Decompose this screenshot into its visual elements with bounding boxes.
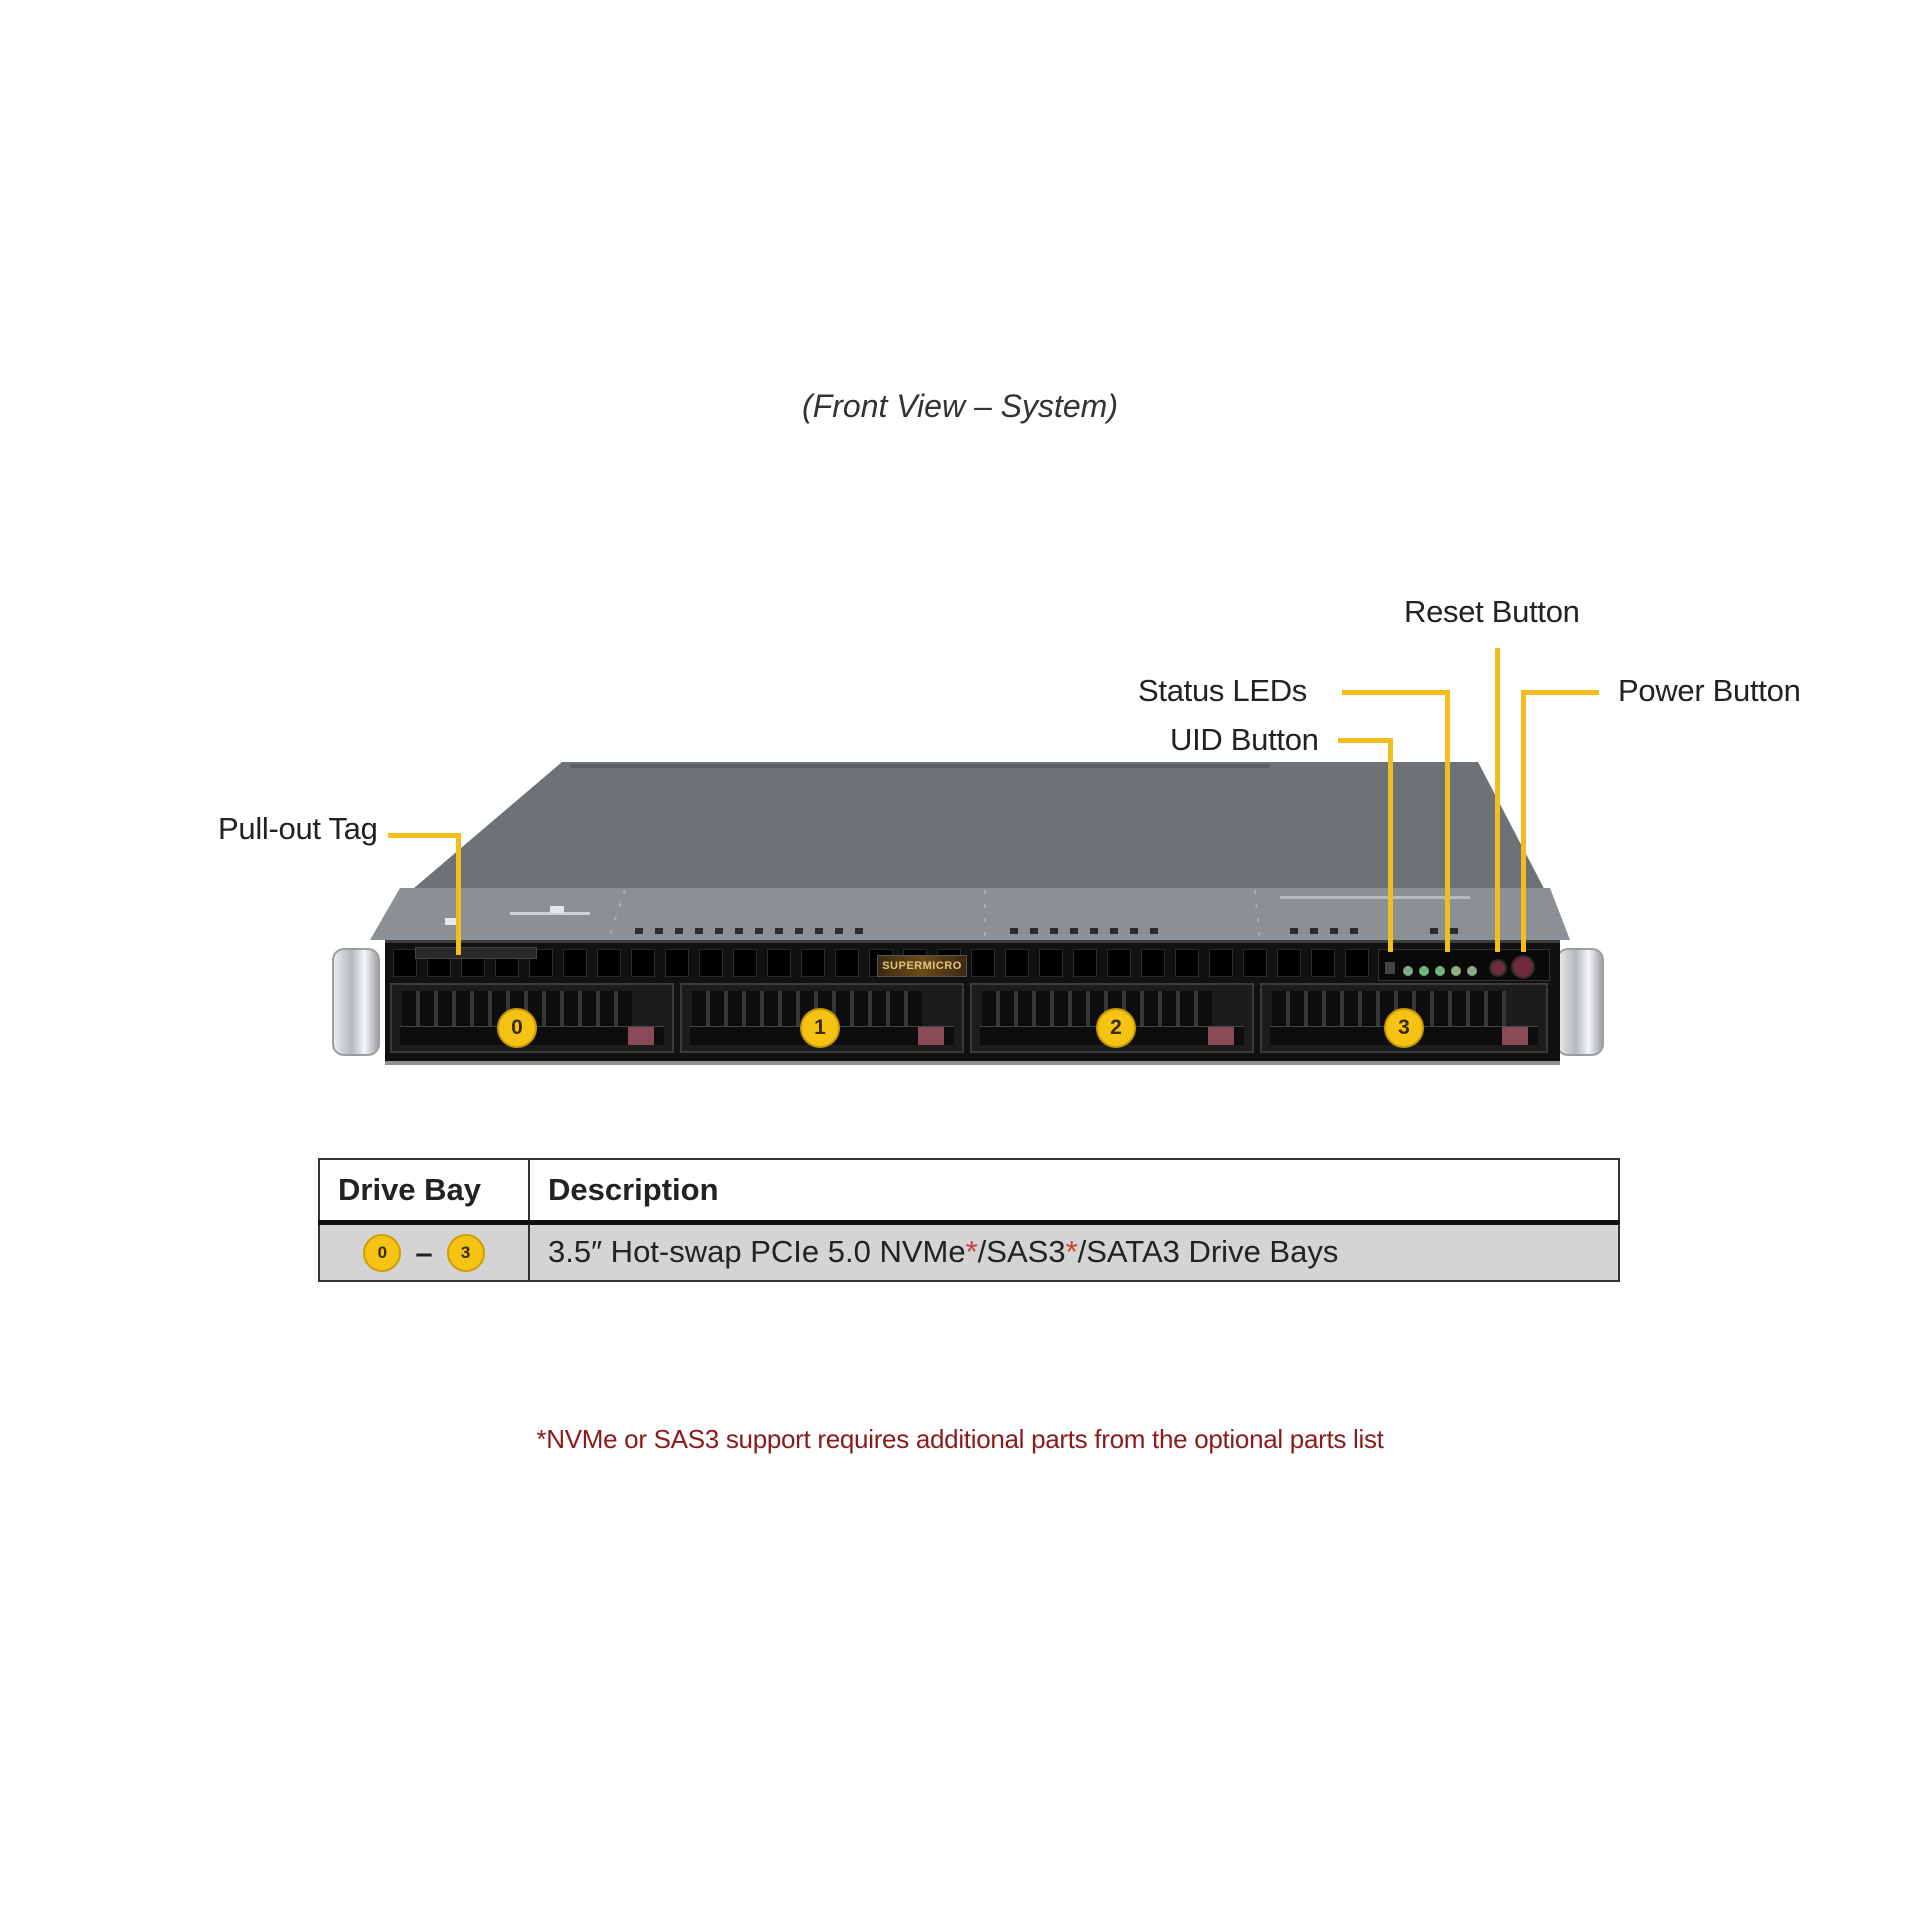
leader-line	[1495, 648, 1500, 952]
power-button[interactable]	[1511, 955, 1535, 979]
bay-badge-end: 3	[446, 1233, 485, 1272]
description-text: /SATA3 Drive Bays	[1077, 1234, 1339, 1270]
status-led	[1403, 966, 1413, 976]
figure-caption: (Front View – System)	[802, 388, 1118, 424]
leader-line	[1338, 738, 1393, 743]
status-led	[1435, 966, 1445, 976]
chassis-front-panel: SUPERMICRO	[385, 940, 1560, 1065]
drive-latch[interactable]	[1208, 1027, 1234, 1045]
description-text: 3.5″ Hot-swap PCIe 5.0 NVMe	[548, 1234, 966, 1270]
bay-number-badge: 1	[800, 1008, 840, 1048]
callout-uid-button: UID Button	[1170, 722, 1319, 757]
table-header-drive-bay: Drive Bay	[318, 1158, 530, 1225]
leader-line	[1445, 690, 1450, 952]
range-dash: –	[415, 1234, 433, 1270]
bay-number-badge: 3	[1384, 1008, 1424, 1048]
leader-line	[1388, 738, 1393, 952]
drive-bay-table: Drive Bay Description 0–3 3.5″ Hot-swap …	[318, 1158, 1620, 1282]
callout-reset-button: Reset Button	[1404, 594, 1580, 629]
status-led	[1467, 966, 1477, 976]
drive-latch[interactable]	[918, 1027, 944, 1045]
bay-badge-start: 0	[363, 1233, 402, 1272]
table-row: 0–3 3.5″ Hot-swap PCIe 5.0 NVMe*/SAS3*/S…	[318, 1221, 1620, 1282]
callout-power-button: Power Button	[1618, 673, 1801, 708]
left-rack-ear	[332, 948, 380, 1056]
reset-button[interactable]	[1489, 959, 1507, 977]
leader-line	[1521, 690, 1526, 952]
control-panel	[1378, 949, 1550, 981]
status-led	[1451, 966, 1461, 976]
leader-line	[1521, 690, 1599, 695]
bay-number-badge: 0	[497, 1008, 537, 1048]
description-text: /SAS3	[977, 1234, 1066, 1270]
description-cell: 3.5″ Hot-swap PCIe 5.0 NVMe*/SAS3*/SATA3…	[528, 1221, 1620, 1282]
chassis-top-panel	[370, 762, 1570, 941]
uid-button[interactable]	[1385, 962, 1395, 974]
drive-bay-3[interactable]	[1260, 983, 1548, 1053]
footnote: *NVMe or SAS3 support requires additiona…	[536, 1424, 1384, 1454]
bay-number-badge: 2	[1096, 1008, 1136, 1048]
leader-line	[1342, 690, 1450, 695]
asterisk-marker: *	[965, 1234, 978, 1270]
pull-out-tag[interactable]	[415, 947, 537, 959]
right-rack-ear	[1556, 948, 1604, 1056]
leader-line	[388, 833, 460, 838]
drive-latch[interactable]	[1502, 1027, 1528, 1045]
supermicro-logo: SUPERMICRO	[877, 955, 967, 977]
asterisk-marker: *	[1065, 1234, 1078, 1270]
table-header-description: Description	[528, 1158, 1620, 1225]
drive-latch[interactable]	[628, 1027, 654, 1045]
callout-status-leds: Status LEDs	[1138, 673, 1308, 708]
drive-bay-range-cell: 0–3	[318, 1221, 530, 1282]
status-led	[1419, 966, 1429, 976]
leader-line	[456, 833, 461, 955]
callout-pull-out-tag: Pull-out Tag	[218, 811, 378, 846]
